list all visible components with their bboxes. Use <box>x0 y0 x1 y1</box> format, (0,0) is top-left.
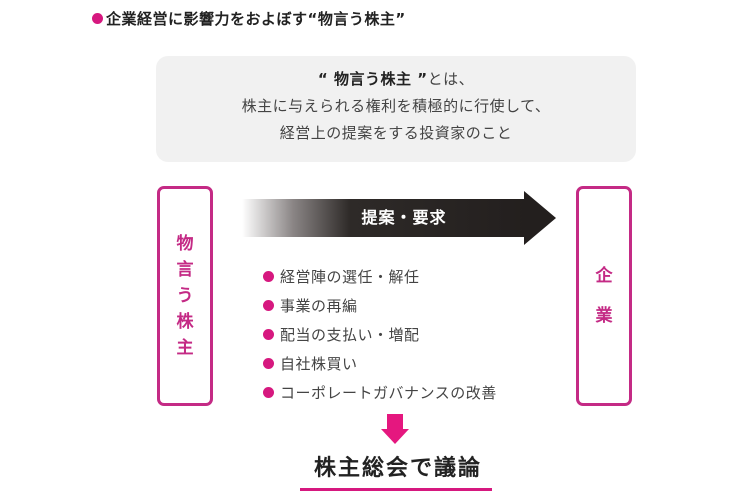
box-char: 業 <box>595 306 613 326</box>
conclusion-underline <box>300 488 492 491</box>
title-text: 企業経営に影響力をおよぼす“物言う株主” <box>106 10 406 28</box>
list-item-text: 自社株買い <box>280 355 358 373</box>
bullet-dot-icon <box>92 13 103 24</box>
arrow-label: 提案・要求 <box>361 208 447 227</box>
box-char: 物 <box>176 234 194 254</box>
list-item-text: 経営陣の選任・解任 <box>280 268 420 286</box>
bullet-dot-icon <box>263 300 274 311</box>
bullet-dot-icon <box>263 358 274 369</box>
definition-line-3: 経営上の提案をする投資家のこと <box>279 124 513 142</box>
box-char: 株 <box>176 312 194 332</box>
definition-suffix: とは、 <box>427 70 475 88</box>
arrow-body <box>242 199 526 237</box>
list-item-text: 事業の再編 <box>280 297 358 315</box>
list-item-text: 配当の支払い・増配 <box>280 326 420 344</box>
definition-term: 物言う株主 <box>333 70 412 88</box>
arrow-right-icon <box>524 191 556 245</box>
definition-box: “ 物言う株主 ”とは、 株主に与えられる権利を積極的に行使して、 経営上の提案… <box>156 56 636 162</box>
bullet-dot-icon <box>263 271 274 282</box>
list-item: 事業の再編 <box>263 291 497 320</box>
bullet-dot-icon <box>263 387 274 398</box>
box-char: 主 <box>176 338 194 358</box>
box-char: う <box>176 286 194 306</box>
list-item: 自社株買い <box>263 349 497 378</box>
demands-list: 経営陣の選任・解任 事業の再編 配当の支払い・増配 自社株買い コーポレートガバ… <box>263 262 497 407</box>
box-char: 言 <box>176 260 194 280</box>
conclusion-text: 株主総会で議論 <box>313 456 482 481</box>
list-item-text: コーポレートガバナンスの改善 <box>280 384 497 402</box>
company-box: 企 業 <box>576 186 632 406</box>
quote-close: ” <box>411 70 428 88</box>
proposal-arrow: 提案・要求 <box>242 191 556 245</box>
definition-line-1: “ 物言う株主 ”とは、 <box>156 66 636 93</box>
arrow-down-icon <box>381 414 409 446</box>
list-item: コーポレートガバナンスの改善 <box>263 378 497 407</box>
quote-open: “ <box>317 70 334 88</box>
box-char: 企 <box>595 266 613 286</box>
list-item: 配当の支払い・増配 <box>263 320 497 349</box>
bullet-dot-icon <box>263 329 274 340</box>
list-item: 経営陣の選任・解任 <box>263 262 497 291</box>
diagram-title: 企業経営に影響力をおよぼす“物言う株主” <box>92 8 406 29</box>
activist-shareholder-box: 物 言 う 株 主 <box>157 186 213 406</box>
definition-line-2: 株主に与えられる権利を積極的に行使して、 <box>241 97 551 115</box>
